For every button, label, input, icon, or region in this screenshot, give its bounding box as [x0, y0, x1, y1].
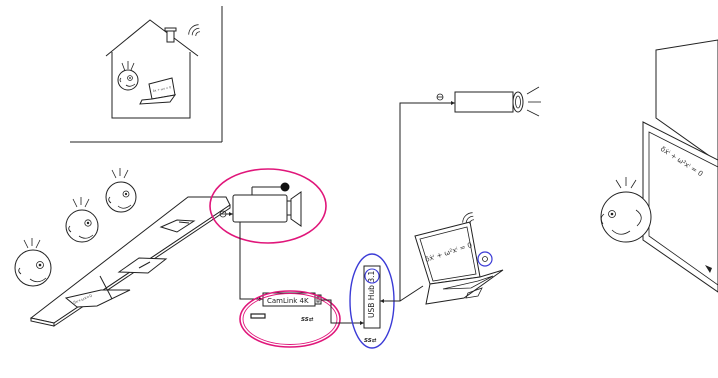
superspeed-usb-badge: SS⇄: [301, 317, 314, 323]
power-button-icon: [482, 256, 488, 262]
usb-hub-port-highlight-blue: [364, 268, 380, 284]
paper-sheet-1: [159, 219, 196, 233]
paper-sheet-2: [117, 257, 168, 274]
hdmi-port-icon: [250, 313, 266, 319]
wifi-signal-icon: [188, 24, 201, 37]
student-face-icon: [14, 238, 52, 287]
camlink-highlight-pink-inner: [242, 293, 338, 345]
home-laptop-icon: δx + ωx = 0: [139, 77, 177, 105]
projector-icon: [454, 86, 541, 117]
usb-hub-label: USB Hub 3.1: [367, 271, 376, 318]
camlink-label: CamLink 4K: [267, 297, 309, 305]
whiteboard: δẋⁱ + ω²xⁱ = 0: [642, 121, 718, 293]
home-inset: δx + ωx = 0: [70, 6, 223, 143]
teacher-face-icon: [600, 177, 652, 243]
laptop-usb-port-highlight-blue: [477, 251, 493, 267]
house-icon: [105, 19, 199, 119]
camlink-highlight-pink: [239, 290, 341, 348]
classroom-laptop: δẋⁱ + ω²xⁱ = 0: [414, 221, 504, 305]
camlink-capture-card: CamLink 4K SS⇄: [250, 292, 322, 323]
usb-hub: USB Hub 3.1 SS⇄: [363, 265, 381, 344]
classroom-table: δx+ωx=0: [29, 196, 231, 327]
superspeed-usb-badge: SS⇄: [364, 338, 377, 344]
camera-highlight-pink: [209, 168, 327, 244]
student-face-icon: [105, 168, 137, 213]
remote-student-face-icon: [117, 61, 139, 91]
paper-sheet-3: δx+ωx=0: [64, 275, 131, 308]
svg-text:δx + ωx = 0: δx + ωx = 0: [152, 85, 171, 93]
student-face-icon: [65, 197, 99, 243]
wifi-signal-icon: [462, 212, 475, 225]
projection-screen: [655, 39, 718, 163]
classroom-camera: [219, 182, 302, 227]
